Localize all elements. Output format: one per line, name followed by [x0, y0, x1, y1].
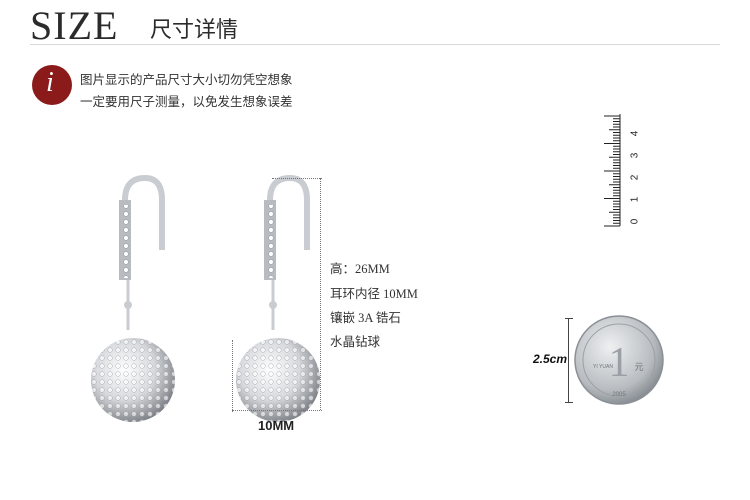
info-icon: [32, 65, 72, 105]
earring-right: [236, 174, 320, 422]
coin-denomination: 1: [609, 340, 630, 386]
width-dimension-left: [232, 340, 233, 412]
earring-product-image: [91, 174, 320, 422]
ruler-scale: 0 1 2 3 4: [628, 112, 648, 232]
header-divider: [30, 44, 720, 45]
coin-image: 1 元 YI YUAN 2005: [574, 315, 664, 405]
spec-inner-diameter: 耳环内径 10MM: [330, 287, 418, 301]
coin-unit: 元: [634, 363, 643, 373]
info-icon-glyph: i: [46, 67, 54, 98]
earring-left: [91, 174, 175, 422]
coin-dimension-line: [568, 318, 569, 402]
spec-ball: 水晶钻球: [330, 335, 381, 349]
height-dimension-top: [272, 178, 322, 179]
coin-dimension-cap-top: [565, 318, 573, 319]
ruler-icon: [604, 114, 621, 227]
ruler-digit: 3: [629, 152, 641, 159]
size-subtitle: 尺寸详情: [150, 17, 239, 42]
ruler-digit: 0: [629, 218, 641, 225]
ruler-digit: 2: [629, 174, 641, 181]
coin-diameter-label: 2.5cm: [533, 352, 568, 366]
size-title: SIZE: [30, 3, 119, 48]
notice-line-2: 一定要用尺子测量，以免发生想象误差: [80, 95, 293, 109]
height-dimension-bottom: [232, 410, 322, 411]
ruler-digit: 4: [629, 130, 641, 137]
notice-line-1: 图片显示的产品尺寸大小切勿凭空想象: [80, 73, 293, 87]
coin-dimension-cap-bottom: [565, 402, 573, 403]
ruler-digit: 1: [629, 196, 641, 203]
coin-year: 2005: [612, 392, 626, 398]
spec-height: 高：26MM: [330, 262, 390, 276]
coin-pinyin: YI YUAN: [593, 364, 613, 370]
width-dimension-label: 10MM: [258, 418, 295, 433]
spec-inlay: 镶嵌 3A 锆石: [330, 311, 401, 325]
height-dimension-line: [320, 178, 321, 410]
